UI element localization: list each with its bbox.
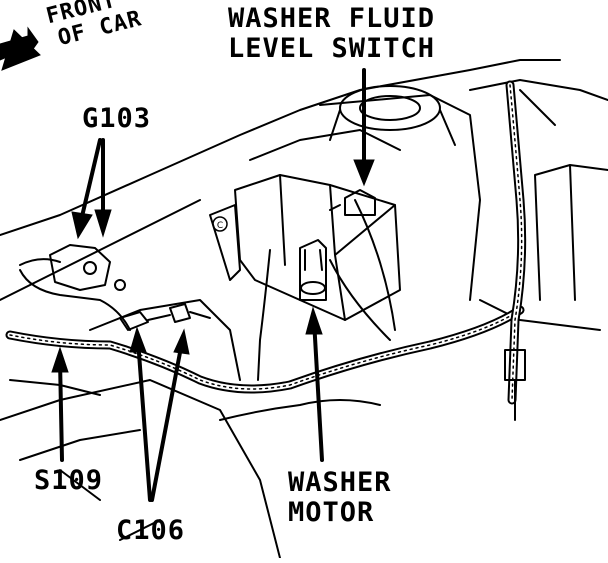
copyright-circle [212,216,228,232]
arrow-washer-motor [312,318,324,462]
c106-label: C106 [116,515,186,546]
washer-motor-line1: WASHER [288,467,392,498]
washer-switch-line1: WASHER FLUID [228,3,436,34]
strut-tower [339,85,441,131]
lower-body [0,379,281,559]
copyright-mark: C [217,221,223,231]
wiring-harness [5,305,525,394]
hood-edge [0,199,201,301]
connector-c106 [119,311,149,331]
arrow-c106-left [136,338,152,502]
ground-g103 [49,244,111,291]
arrow-s109 [58,358,64,462]
washer-motor-line2: MOTOR [288,497,375,528]
washer-motor-label: WASHER MOTOR [288,468,392,528]
washer-reservoir [234,174,401,321]
arrow-g103-left [78,138,102,227]
right-housing [469,79,608,101]
front-arrow-head [1,29,41,71]
arrow-c106-right [150,340,184,502]
washer-motor [299,239,327,301]
fender-outline [0,59,561,236]
washer-switch-line2: LEVEL SWITCH [228,33,436,64]
s109-label: S109 [34,465,104,496]
g103-label: G103 [82,103,152,134]
washer-fluid-level-switch-label: WASHER FLUID LEVEL SWITCH [228,4,435,64]
